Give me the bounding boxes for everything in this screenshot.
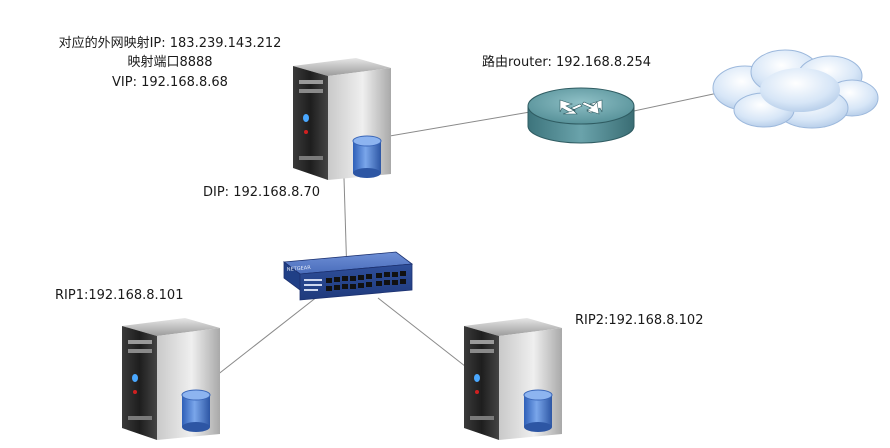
disk-icon [523, 389, 553, 433]
router[interactable] [527, 87, 635, 144]
vip-label: VIP: 192.168.8.68 [112, 75, 228, 90]
cloud-icon [712, 49, 879, 129]
vip-mapped-port-label: 映射端口8888 [127, 55, 213, 70]
disk-icon [181, 389, 211, 433]
router-label: 路由router: 192.168.8.254 [482, 55, 652, 70]
switch-panel-text [304, 279, 322, 291]
rip1-label: RIP1:192.168.8.101 [55, 288, 184, 303]
dip-label: DIP: 192.168.8.70 [203, 185, 321, 200]
switch[interactable]: NETGEAR [282, 251, 414, 301]
link-switch-rip2 [377, 297, 471, 371]
disk-icon [352, 135, 382, 179]
rip2-label: RIP2:192.168.8.102 [575, 313, 704, 328]
internet-cloud[interactable] [712, 49, 879, 129]
switch-brand-label: NETGEAR [287, 265, 312, 273]
real-server-2[interactable] [464, 318, 562, 440]
link-director-router [377, 111, 531, 139]
vip-mapped-ip-label: 对应的外网映射IP: 183.239.143.212 [58, 36, 282, 51]
router-arrows-icon [559, 99, 603, 115]
switch-ports [326, 271, 406, 291]
real-server-1[interactable] [122, 318, 220, 440]
connection-lines [197, 92, 719, 391]
link-router-cloud [633, 92, 719, 112]
